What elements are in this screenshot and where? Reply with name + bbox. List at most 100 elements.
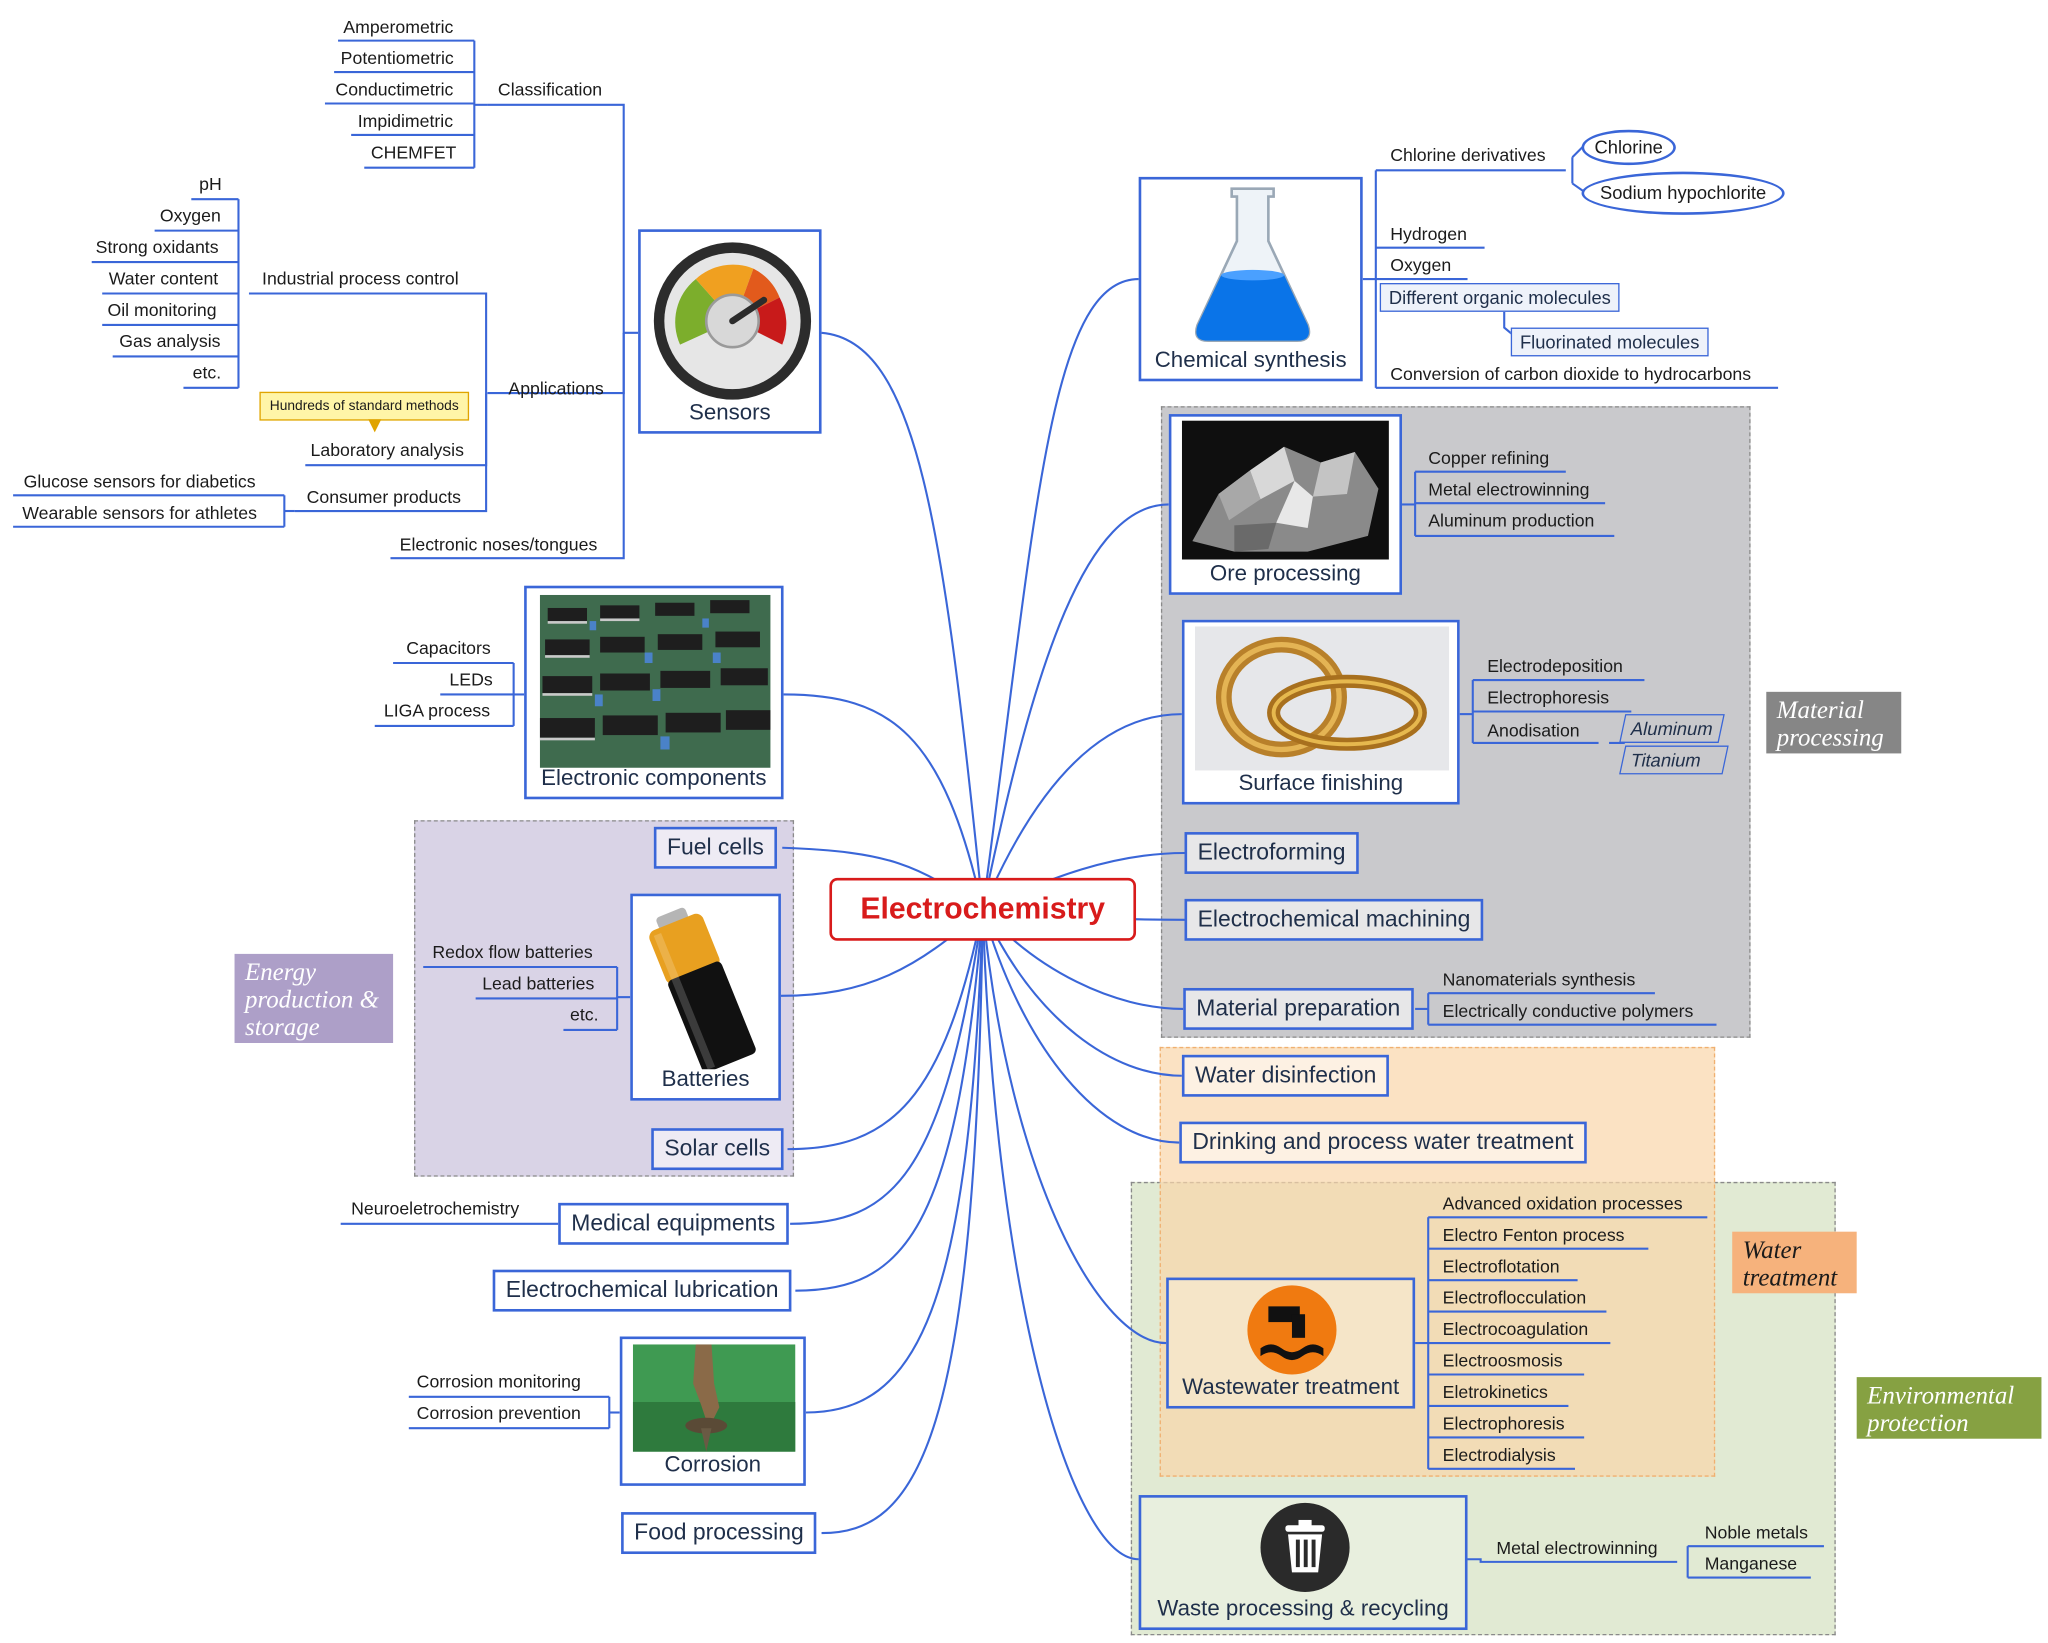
energy-tag: Energy production & storage — [234, 953, 394, 1043]
consumer-products-label[interactable]: Consumer products — [306, 487, 461, 508]
flask-icon — [1195, 187, 1311, 342]
fuel-cells-node[interactable]: Fuel cells — [653, 826, 777, 869]
chlorine-oval[interactable]: Chlorine — [1581, 129, 1676, 166]
wastewater-item[interactable]: Electroosmosis — [1442, 1350, 1563, 1371]
chlorine-derivatives-label[interactable]: Chlorine derivatives — [1390, 145, 1546, 166]
battery-item[interactable]: Redox flow batteries — [432, 942, 593, 962]
battery-item[interactable]: etc. — [569, 1005, 599, 1025]
ore-processing-node[interactable]: Ore processing — [1168, 414, 1403, 595]
wastewater-icon — [1247, 1285, 1337, 1375]
electronic-item[interactable]: LEDs — [449, 669, 493, 690]
electronic-item[interactable]: LIGA process — [383, 701, 491, 721]
wastewater-treatment-label: Wastewater treatment — [1182, 1374, 1400, 1400]
gold-rings-icon — [1194, 626, 1450, 771]
water-disinfection-node[interactable]: Water disinfection — [1181, 1054, 1390, 1097]
ore-item[interactable]: Metal electrowinning — [1428, 479, 1590, 500]
corrosion-label: Corrosion — [664, 1451, 762, 1477]
matprep-item[interactable]: Electrically conductive polymers — [1442, 1001, 1694, 1021]
consumer-item[interactable]: Wearable sensors for athletes — [22, 503, 257, 523]
sensors-node[interactable]: Sensors — [638, 229, 822, 434]
ore-item[interactable]: Aluminum production — [1428, 511, 1595, 531]
surface-item[interactable]: Electrodeposition — [1487, 656, 1623, 677]
gauge-icon — [653, 242, 812, 400]
industrial-item[interactable]: Gas analysis — [119, 331, 221, 352]
classification-item[interactable]: Conductimetric — [335, 79, 454, 100]
wastewater-item[interactable]: Advanced oxidation processes — [1442, 1193, 1683, 1214]
wastewater-item[interactable]: Eletrokinetics — [1442, 1382, 1548, 1403]
industrial-item[interactable]: Water content — [108, 268, 219, 289]
neuro-item[interactable]: Neuroeletrochemistry — [351, 1198, 520, 1219]
environment-tag: Environmental protection — [1856, 1377, 2042, 1439]
industrial-item[interactable]: Strong oxidants — [95, 237, 219, 257]
co2-conversion-label[interactable]: Conversion of carbon dioxide to hydrocar… — [1390, 364, 1752, 384]
waste-metal-electrowinning[interactable]: Metal electrowinning — [1496, 1538, 1658, 1558]
batteries-node[interactable]: Batteries — [630, 893, 781, 1101]
fluorinated-molecules-node[interactable]: Fluorinated molecules — [1510, 327, 1709, 357]
ore-photo-icon — [1181, 420, 1389, 560]
material-preparation-node[interactable]: Material preparation — [1183, 987, 1414, 1030]
surface-finishing-label: Surface finishing — [1238, 770, 1404, 796]
industrial-item[interactable]: Oxygen — [159, 205, 221, 226]
chemical-synthesis-label: Chemical synthesis — [1154, 347, 1347, 373]
classification-label[interactable]: Classification — [497, 79, 603, 100]
wastewater-item[interactable]: Electrodialysis — [1442, 1445, 1556, 1465]
corrosion-photo-icon — [632, 1344, 796, 1452]
ore-item[interactable]: Copper refining — [1428, 448, 1550, 468]
surface-item[interactable]: Anodisation — [1487, 720, 1580, 741]
electrochemical-machining-node[interactable]: Electrochemical machining — [1184, 898, 1484, 941]
corrosion-item[interactable]: Corrosion prevention — [416, 1403, 581, 1423]
wastewater-item[interactable]: Electroflotation — [1442, 1256, 1560, 1277]
industrial-item[interactable]: pH — [199, 174, 222, 194]
electronic-components-label: Electronic components — [541, 765, 767, 791]
batteries-label: Batteries — [661, 1066, 750, 1092]
industrial-process-control-label[interactable]: Industrial process control — [262, 268, 459, 289]
electronic-components-node[interactable]: Electronic components — [524, 585, 784, 800]
battery-icon — [649, 907, 756, 1070]
wastewater-treatment-node[interactable]: Wastewater treatment — [1166, 1277, 1416, 1409]
drinking-water-node[interactable]: Drinking and process water treatment — [1179, 1121, 1587, 1164]
central-topic[interactable]: Electrochemistry — [829, 877, 1137, 941]
lubrication-node[interactable]: Electrochemical lubrication — [492, 1269, 792, 1312]
sodium-hypochlorite-oval[interactable]: Sodium hypochlorite — [1581, 171, 1785, 215]
wastewater-item[interactable]: Electrophoresis — [1442, 1413, 1565, 1434]
standard-methods-callout: Hundreds of standard methods — [259, 391, 470, 433]
chemical-synthesis-node[interactable]: Chemical synthesis — [1138, 176, 1363, 382]
classification-item[interactable]: Impidimetric — [357, 111, 454, 132]
wastewater-item[interactable]: Electroflocculation — [1442, 1288, 1587, 1308]
electronic-noses-label[interactable]: Electronic noses/tongues — [399, 534, 598, 555]
electronic-item[interactable]: Capacitors — [406, 638, 491, 658]
waste-item[interactable]: Noble metals — [1704, 1522, 1808, 1543]
industrial-item[interactable]: Oil monitoring — [107, 300, 217, 320]
laboratory-analysis-label[interactable]: Laboratory analysis — [310, 440, 464, 460]
consumer-item[interactable]: Glucose sensors for diabetics — [23, 471, 256, 492]
matprep-item[interactable]: Nanomaterials synthesis — [1442, 969, 1636, 990]
surface-finishing-node[interactable]: Surface finishing — [1181, 619, 1460, 805]
corrosion-item[interactable]: Corrosion monitoring — [416, 1371, 581, 1392]
corrosion-node[interactable]: Corrosion — [619, 1336, 806, 1486]
classification-item[interactable]: CHEMFET — [370, 142, 457, 163]
chemical-item[interactable]: Oxygen — [1390, 255, 1452, 276]
water-tag: Water treatment — [1732, 1231, 1857, 1294]
battery-item[interactable]: Lead batteries — [482, 973, 595, 994]
wastewater-item[interactable]: Electrocoagulation — [1442, 1319, 1589, 1340]
anodisation-titanium[interactable]: Titanium — [1619, 745, 1729, 775]
chemical-item[interactable]: Hydrogen — [1390, 224, 1467, 244]
callout-text: Hundreds of standard methods — [269, 398, 459, 415]
trash-can-icon — [1260, 1502, 1350, 1593]
waste-item[interactable]: Manganese — [1704, 1554, 1798, 1574]
electroforming-node[interactable]: Electroforming — [1184, 832, 1359, 874]
applications-label[interactable]: Applications — [508, 378, 604, 399]
food-processing-node[interactable]: Food processing — [621, 1512, 817, 1555]
classification-item[interactable]: Potentiometric — [340, 48, 454, 69]
wastewater-item[interactable]: Electro Fenton process — [1442, 1225, 1625, 1245]
organic-molecules-node[interactable]: Different organic molecules — [1379, 283, 1621, 312]
medical-equipments-node[interactable]: Medical equipments — [558, 1202, 789, 1245]
waste-processing-node[interactable]: Waste processing & recycling — [1138, 1495, 1468, 1631]
anodisation-aluminum[interactable]: Aluminum — [1619, 714, 1726, 743]
callout-pointer — [368, 419, 382, 433]
solar-cells-node[interactable]: Solar cells — [651, 1128, 784, 1171]
surface-item[interactable]: Electrophoresis — [1487, 687, 1610, 708]
industrial-item[interactable]: etc. — [192, 362, 222, 383]
classification-item[interactable]: Amperometric — [343, 17, 454, 37]
